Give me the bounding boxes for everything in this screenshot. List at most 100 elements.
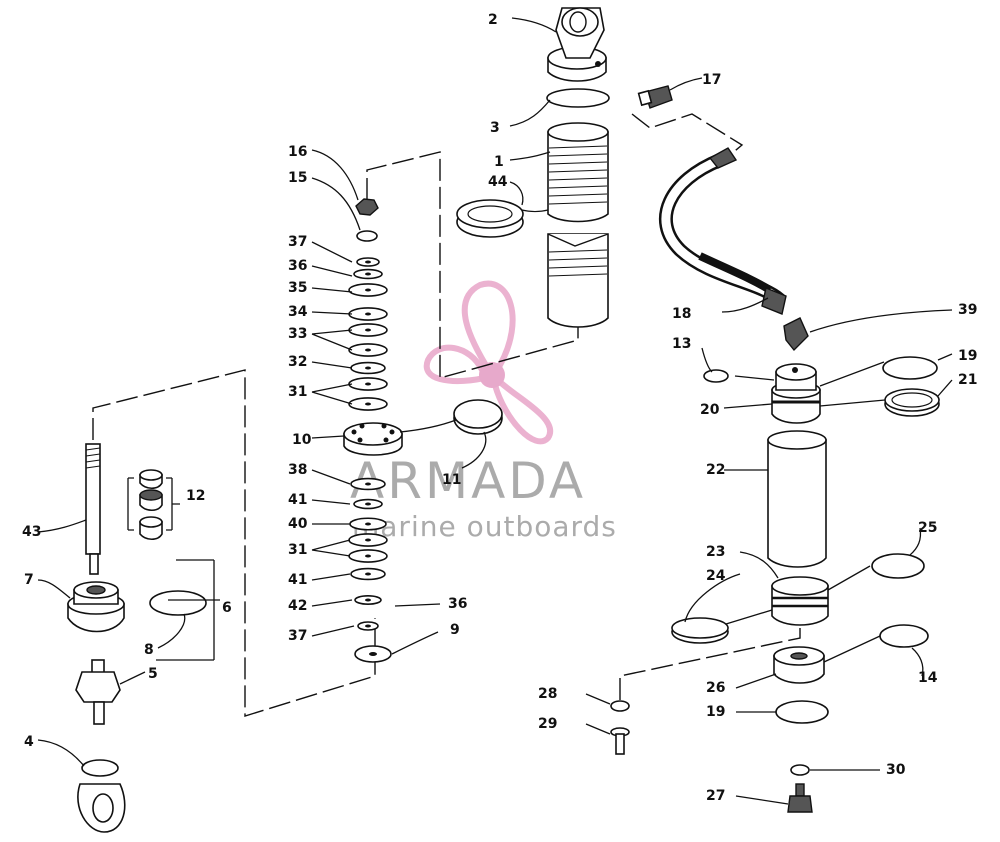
washer-28 xyxy=(610,700,630,712)
shim-disk-hole xyxy=(365,502,371,506)
piston-10 xyxy=(343,422,403,456)
callout-29: 29 xyxy=(538,716,557,732)
callout-2: 2 xyxy=(488,12,498,28)
callout-10: 10 xyxy=(292,432,312,448)
callout-17: 17 xyxy=(702,72,721,88)
propeller-blade-left xyxy=(423,344,490,384)
shim-disk-hole xyxy=(365,624,371,628)
shim-disk-hole xyxy=(365,572,371,576)
callout-32: 32 xyxy=(288,354,307,370)
seal-housing-7 xyxy=(67,581,125,633)
bracket-12 xyxy=(127,477,180,531)
assembly-line-left xyxy=(92,369,376,717)
hose-18 xyxy=(658,147,787,315)
eye-end-4 xyxy=(77,759,126,833)
propeller-logo xyxy=(423,280,554,445)
assembly-line-right-bottom xyxy=(619,625,801,700)
elbow-39 xyxy=(783,317,809,352)
callout-28: 28 xyxy=(538,686,557,702)
callout-18: 18 xyxy=(672,306,691,322)
callout-1: 1 xyxy=(494,154,504,170)
callout-5: 5 xyxy=(148,666,158,682)
ring-14 xyxy=(879,624,929,648)
callout-34: 34 xyxy=(288,304,308,320)
callout-labels: 1 2 3 4 5 6 7 8 9 10 11 12 13 14 15 16 1… xyxy=(22,12,977,804)
shim-disk-hole xyxy=(365,312,371,316)
callout-7: 7 xyxy=(24,572,34,588)
floating-piston-23 xyxy=(771,576,829,626)
shim-disk-hole xyxy=(365,260,371,264)
callout-37-top: 37 xyxy=(288,234,307,250)
shim-disk-hole xyxy=(365,272,371,276)
callout-41-top: 41 xyxy=(288,492,307,508)
callout-22: 22 xyxy=(706,462,725,478)
nut-16 xyxy=(355,198,379,216)
callout-30: 30 xyxy=(886,762,906,778)
hose-fitting-17 xyxy=(637,85,673,109)
shim-disk-hole xyxy=(365,482,371,486)
o-ring-19-top xyxy=(882,356,938,380)
callout-14: 14 xyxy=(918,670,938,686)
callout-25: 25 xyxy=(918,520,937,536)
callout-27: 27 xyxy=(706,788,725,804)
washer-30 xyxy=(790,764,810,776)
callout-31-top: 31 xyxy=(288,384,307,400)
shim-disk-hole xyxy=(365,522,371,526)
split-ring-11 xyxy=(453,399,503,435)
callout-19-bottom: 19 xyxy=(706,704,725,720)
shim-disk-hole xyxy=(365,328,371,332)
callout-38: 38 xyxy=(288,462,307,478)
shim-disk-hole xyxy=(365,554,371,558)
shim-disk-hole xyxy=(365,538,371,542)
callout-9: 9 xyxy=(450,622,460,638)
ring-44 xyxy=(456,199,524,238)
ring-21 xyxy=(884,388,940,417)
propeller-hub xyxy=(479,362,505,388)
callout-26: 26 xyxy=(706,680,725,696)
eye-mount-top xyxy=(547,7,607,82)
shim-disk-hole xyxy=(365,366,371,370)
callout-44: 44 xyxy=(488,174,508,190)
propeller-blade-top xyxy=(461,280,516,377)
shaft-43 xyxy=(85,443,101,575)
bushings-12 xyxy=(139,469,163,541)
callout-15: 15 xyxy=(288,170,307,186)
callout-16: 16 xyxy=(288,144,307,160)
split-ring-24 xyxy=(671,617,729,644)
callout-13: 13 xyxy=(672,336,691,352)
callout-39: 39 xyxy=(958,302,977,318)
ring-25 xyxy=(871,553,925,579)
watermark-brand: ARMADA xyxy=(350,452,586,510)
shim-disk-hole xyxy=(365,598,371,602)
threaded-body-1 xyxy=(547,122,609,328)
washer-9-hole xyxy=(369,652,377,656)
callout-3: 3 xyxy=(490,120,500,136)
end-cap-26 xyxy=(773,646,825,684)
callout-12: 12 xyxy=(186,488,205,504)
callout-43: 43 xyxy=(22,524,41,540)
valve-27 xyxy=(787,783,813,813)
o-ring-13 xyxy=(703,369,729,383)
callout-11: 11 xyxy=(442,472,461,488)
shim-disk-hole xyxy=(365,348,371,352)
assembly-line-hose xyxy=(631,113,744,156)
callout-40: 40 xyxy=(288,516,308,532)
callout-4: 4 xyxy=(24,734,34,750)
shim-stack xyxy=(348,257,388,631)
callout-21: 21 xyxy=(958,372,977,388)
end-piece-5 xyxy=(75,659,121,725)
callout-31-bottom: 31 xyxy=(288,542,307,558)
callout-35: 35 xyxy=(288,280,307,296)
o-ring-8 xyxy=(149,590,207,616)
reservoir-cap-20 xyxy=(771,363,821,424)
callout-6: 6 xyxy=(222,600,232,616)
callout-20: 20 xyxy=(700,402,720,418)
callout-33: 33 xyxy=(288,326,307,342)
callout-41-bottom: 41 xyxy=(288,572,307,588)
callout-42: 42 xyxy=(288,598,307,614)
callout-36-bottom: 36 xyxy=(448,596,467,612)
shim-disk-hole xyxy=(365,288,371,292)
callout-24: 24 xyxy=(706,568,726,584)
callout-19-top: 19 xyxy=(958,348,977,364)
